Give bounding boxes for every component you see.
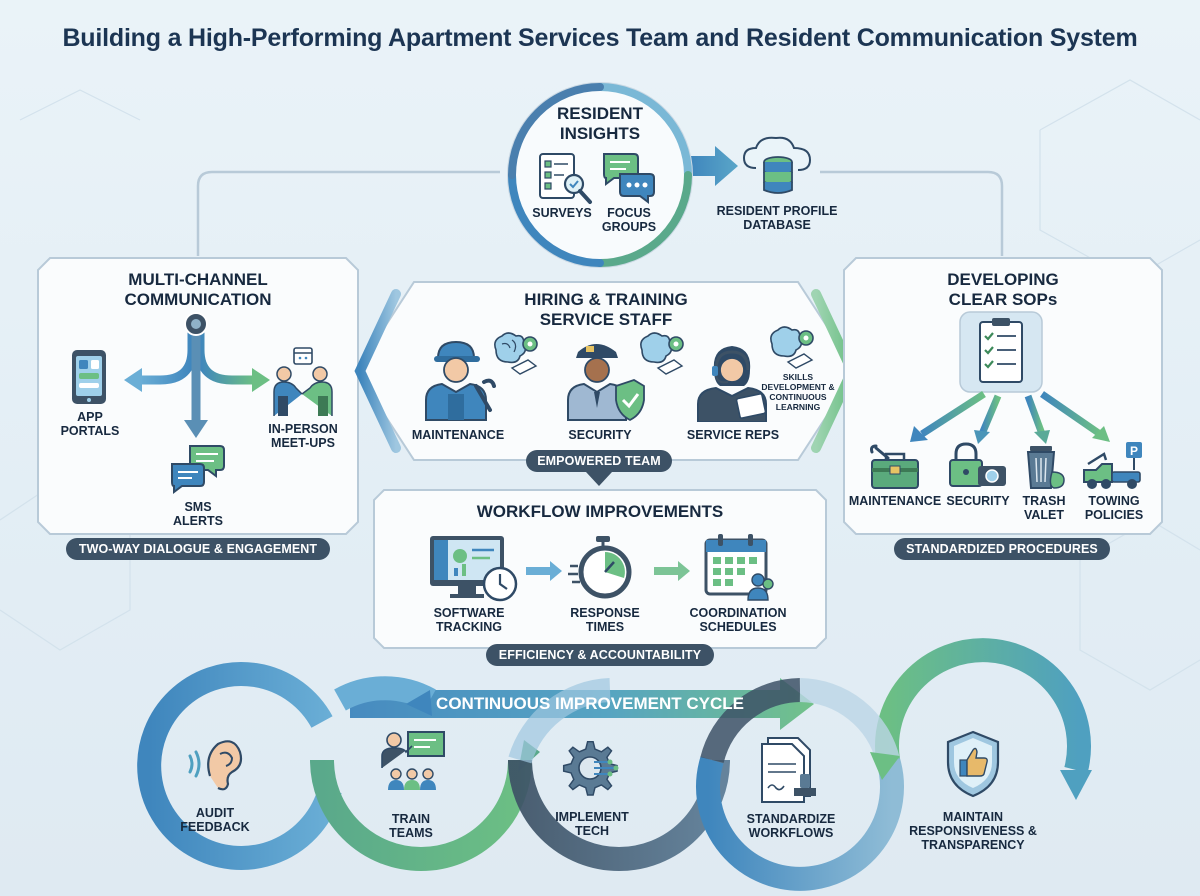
workflow-footer-badge: EFFICIENCY & ACCOUNTABILITY	[486, 644, 714, 666]
sops-frame	[843, 257, 1163, 535]
resident-database-icon	[742, 136, 812, 194]
insights-ring	[507, 82, 693, 268]
shield-thumbs-up-icon	[946, 730, 1000, 798]
insight-item-surveys: SURVEYS	[532, 206, 592, 220]
brain-gear-icon	[494, 332, 538, 375]
workflow-title: WORKFLOW IMPROVEMENTS	[476, 502, 724, 521]
trainer-presentation-icon	[381, 731, 445, 790]
stopwatch-icon	[568, 536, 632, 599]
svg-text:P: P	[1130, 444, 1138, 458]
channel-app-portals: APP PORTALS	[60, 410, 120, 438]
role-security: SECURITY	[568, 428, 632, 442]
workflow-coordination-schedules: COORDINATION SCHEDULES	[689, 606, 787, 634]
cycle-step-train-teams: TRAIN TEAMS	[389, 812, 433, 840]
brain-gear-icon	[770, 326, 814, 369]
security-guard-icon	[567, 344, 645, 422]
role-service-reps: SERVICE REPS	[686, 428, 780, 442]
cycle-step-audit-feedback: AUDIT FEEDBACK	[180, 806, 250, 834]
workflow-response-times: RESPONSE TIMES	[570, 606, 640, 634]
in-person-handshake-icon	[273, 347, 333, 416]
sop-item-trash-valet: TRASH VALET	[1022, 494, 1066, 522]
channel-split-arrows	[124, 312, 270, 438]
sops-footer-badge: STANDARDIZED PROCEDURES	[894, 538, 1110, 560]
skills-development-note: SKILLS DEVELOPMENT & CONTINUOUS LEARNING	[761, 372, 835, 412]
multi-channel-footer-badge: TWO-WAY DIALOGUE & ENGAGEMENT	[66, 538, 330, 560]
tow-truck-icon: P	[1083, 442, 1142, 489]
resident-insights-section: RESIDENT INSIGHTS SURVEYS FOCUS GROUPS	[490, 80, 710, 270]
arrow-right-icon	[526, 561, 562, 581]
sop-item-security: SECURITY	[946, 494, 1010, 508]
lock-camera-icon	[949, 442, 1006, 487]
gear-circuit-icon	[562, 740, 619, 796]
cycle-step-maintain-responsiveness: MAINTAIN RESPONSIVENESS & TRANSPARENCY	[909, 810, 1037, 852]
sop-item-maintenance: MAINTENANCE	[848, 494, 942, 508]
page-title: Building a High-Performing Apartment Ser…	[62, 24, 1138, 52]
toolbox-icon	[870, 444, 919, 489]
multi-channel-title: MULTI-CHANNEL COMMUNICATION	[124, 270, 272, 309]
document-stamp-icon	[761, 737, 816, 803]
down-pointer-icon	[586, 472, 612, 486]
trash-bin-icon	[1026, 446, 1065, 489]
calendar-team-icon	[704, 534, 774, 601]
arrow-right-icon	[654, 561, 690, 581]
developing-sops-section: DEVELOPING CLEAR SOPs	[842, 256, 1164, 536]
workflow-software-tracking: SOFTWARE TRACKING	[433, 606, 505, 634]
service-rep-headset-icon	[697, 346, 767, 422]
insight-item-focus-groups: FOCUS GROUPS	[601, 206, 657, 234]
channel-sms-alerts: SMS ALERTS	[173, 500, 223, 528]
hiring-footer-badge: EMPOWERED TEAM	[526, 450, 672, 472]
cycle-title: CONTINUOUS IMPROVEMENT CYCLE	[436, 694, 744, 713]
focus-groups-chat-icon	[603, 153, 655, 204]
sop-fan-arrows	[910, 391, 1110, 444]
sop-clipboard-icon	[959, 311, 1043, 393]
sms-alerts-chat-icon	[171, 445, 225, 494]
app-portal-phone-icon	[72, 350, 106, 404]
cycle-step-implement-tech: IMPLEMENT TECH	[555, 810, 629, 838]
ear-listening-icon	[188, 740, 243, 791]
sops-title: DEVELOPING CLEAR SOPs	[947, 270, 1059, 309]
channel-in-person-meetups: IN-PERSON MEET-UPS	[268, 422, 338, 450]
software-monitor-icon	[430, 536, 518, 602]
resident-insights-title: RESIDENT INSIGHTS	[557, 104, 643, 143]
hiring-title: HIRING & TRAINING SERVICE STAFF	[524, 290, 688, 329]
role-maintenance: MAINTENANCE	[411, 428, 505, 442]
resident-profile-database-label: RESIDENT PROFILE DATABASE	[716, 204, 838, 232]
survey-clipboard-icon	[539, 153, 592, 204]
brain-gear-icon	[640, 332, 684, 375]
cycle-step-standardize-workflows: STANDARDIZE WORKFLOWS	[746, 812, 836, 840]
maintenance-worker-icon	[425, 340, 496, 421]
sop-item-towing-policies: TOWING POLICIES	[1084, 494, 1144, 522]
